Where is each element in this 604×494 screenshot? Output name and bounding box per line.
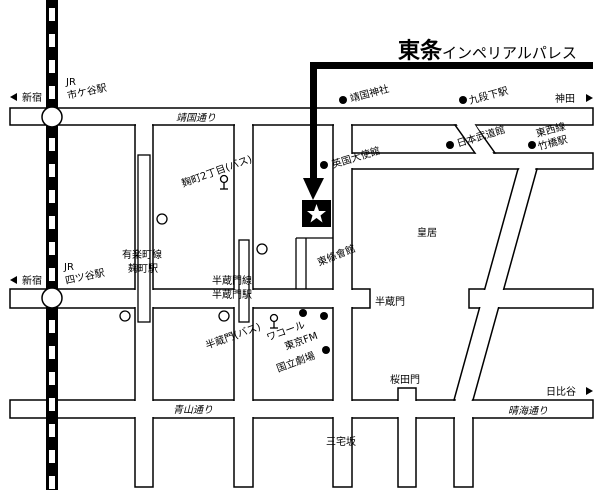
hotel-title: 東条インペリアルパレス — [398, 38, 577, 64]
wacoal-dot — [299, 309, 307, 317]
landmark-label: 国立劇場 — [275, 349, 317, 375]
rail-dash — [49, 190, 55, 203]
rail-dash — [49, 476, 55, 489]
rail-dash — [49, 8, 55, 21]
direction-kanda: 神田 — [555, 92, 575, 105]
jr-railway — [41, 0, 63, 490]
station-label: 九段下駅 — [467, 84, 509, 107]
route-arrow — [302, 62, 593, 227]
station-label: 有楽町線 — [122, 248, 162, 261]
station-label: 麹町駅 — [128, 262, 158, 275]
station-label: JR — [65, 77, 76, 88]
rail-dash — [49, 424, 55, 437]
rail-dash — [49, 320, 55, 333]
star-icon — [307, 204, 326, 223]
subway-entrance-icon — [256, 243, 268, 255]
yurakucho-line-entrance — [137, 154, 151, 323]
subway-entrance-icon — [218, 310, 230, 322]
arrow-head-icon — [303, 178, 324, 200]
landmark-label: 半蔵門 — [375, 295, 405, 308]
landmark-label: 皇居 — [417, 226, 437, 239]
direction-shinjuku: 新宿 — [22, 91, 42, 104]
road-label-yasukuni: 靖国通り — [176, 112, 216, 124]
landmark-label: 桜田門 — [390, 373, 420, 386]
arrow-left-icon — [10, 276, 17, 284]
rail-dash — [49, 164, 55, 177]
rail-dash — [49, 398, 55, 411]
road-label-harumi: 晴海通り — [508, 405, 548, 417]
rail-dash — [49, 242, 55, 255]
rail-dash — [49, 268, 55, 281]
budokan-dot — [446, 141, 454, 149]
rail-dash — [49, 60, 55, 73]
subway-entrance-icon — [156, 213, 168, 225]
direction-hibiya: 日比谷 — [546, 386, 576, 398]
kudanshita-dot — [459, 96, 467, 104]
bus-stop-icon — [269, 313, 279, 329]
rail-dash — [49, 86, 55, 99]
direction-shinjuku: 新宿 — [22, 274, 42, 287]
rail-dash — [49, 216, 55, 229]
rail-dash — [49, 34, 55, 47]
arrow-left-icon — [10, 93, 17, 101]
road-label-aoyama: 青山通り — [173, 404, 213, 416]
rail-dash — [49, 138, 55, 151]
subway-entrance-icon — [119, 310, 131, 322]
yasukuni-jinja-dot — [339, 96, 347, 104]
station-label: 半蔵門線 — [212, 274, 252, 287]
arrow-right-icon — [586, 94, 593, 102]
tokyo-fm-dot — [320, 312, 328, 320]
arrow-right-icon — [586, 387, 593, 395]
station-label: JR — [63, 262, 74, 273]
bus-stop-icon — [219, 174, 229, 190]
national-theatre-dot — [322, 346, 330, 354]
hanzomon-line-entrance — [238, 239, 250, 323]
rail-dash — [49, 372, 55, 385]
british-embassy-dot — [320, 161, 328, 169]
station-label: 半蔵門駅 — [212, 288, 252, 301]
jr-yotsuya-station-icon — [41, 287, 63, 309]
landmark-label: 靖国神社 — [348, 82, 390, 105]
takebashi-dot — [528, 141, 536, 149]
rail-dash — [49, 450, 55, 463]
landmark-label: 三宅坂 — [326, 435, 356, 448]
rail-dash — [49, 346, 55, 359]
jr-ichigaya-station-icon — [41, 106, 63, 128]
